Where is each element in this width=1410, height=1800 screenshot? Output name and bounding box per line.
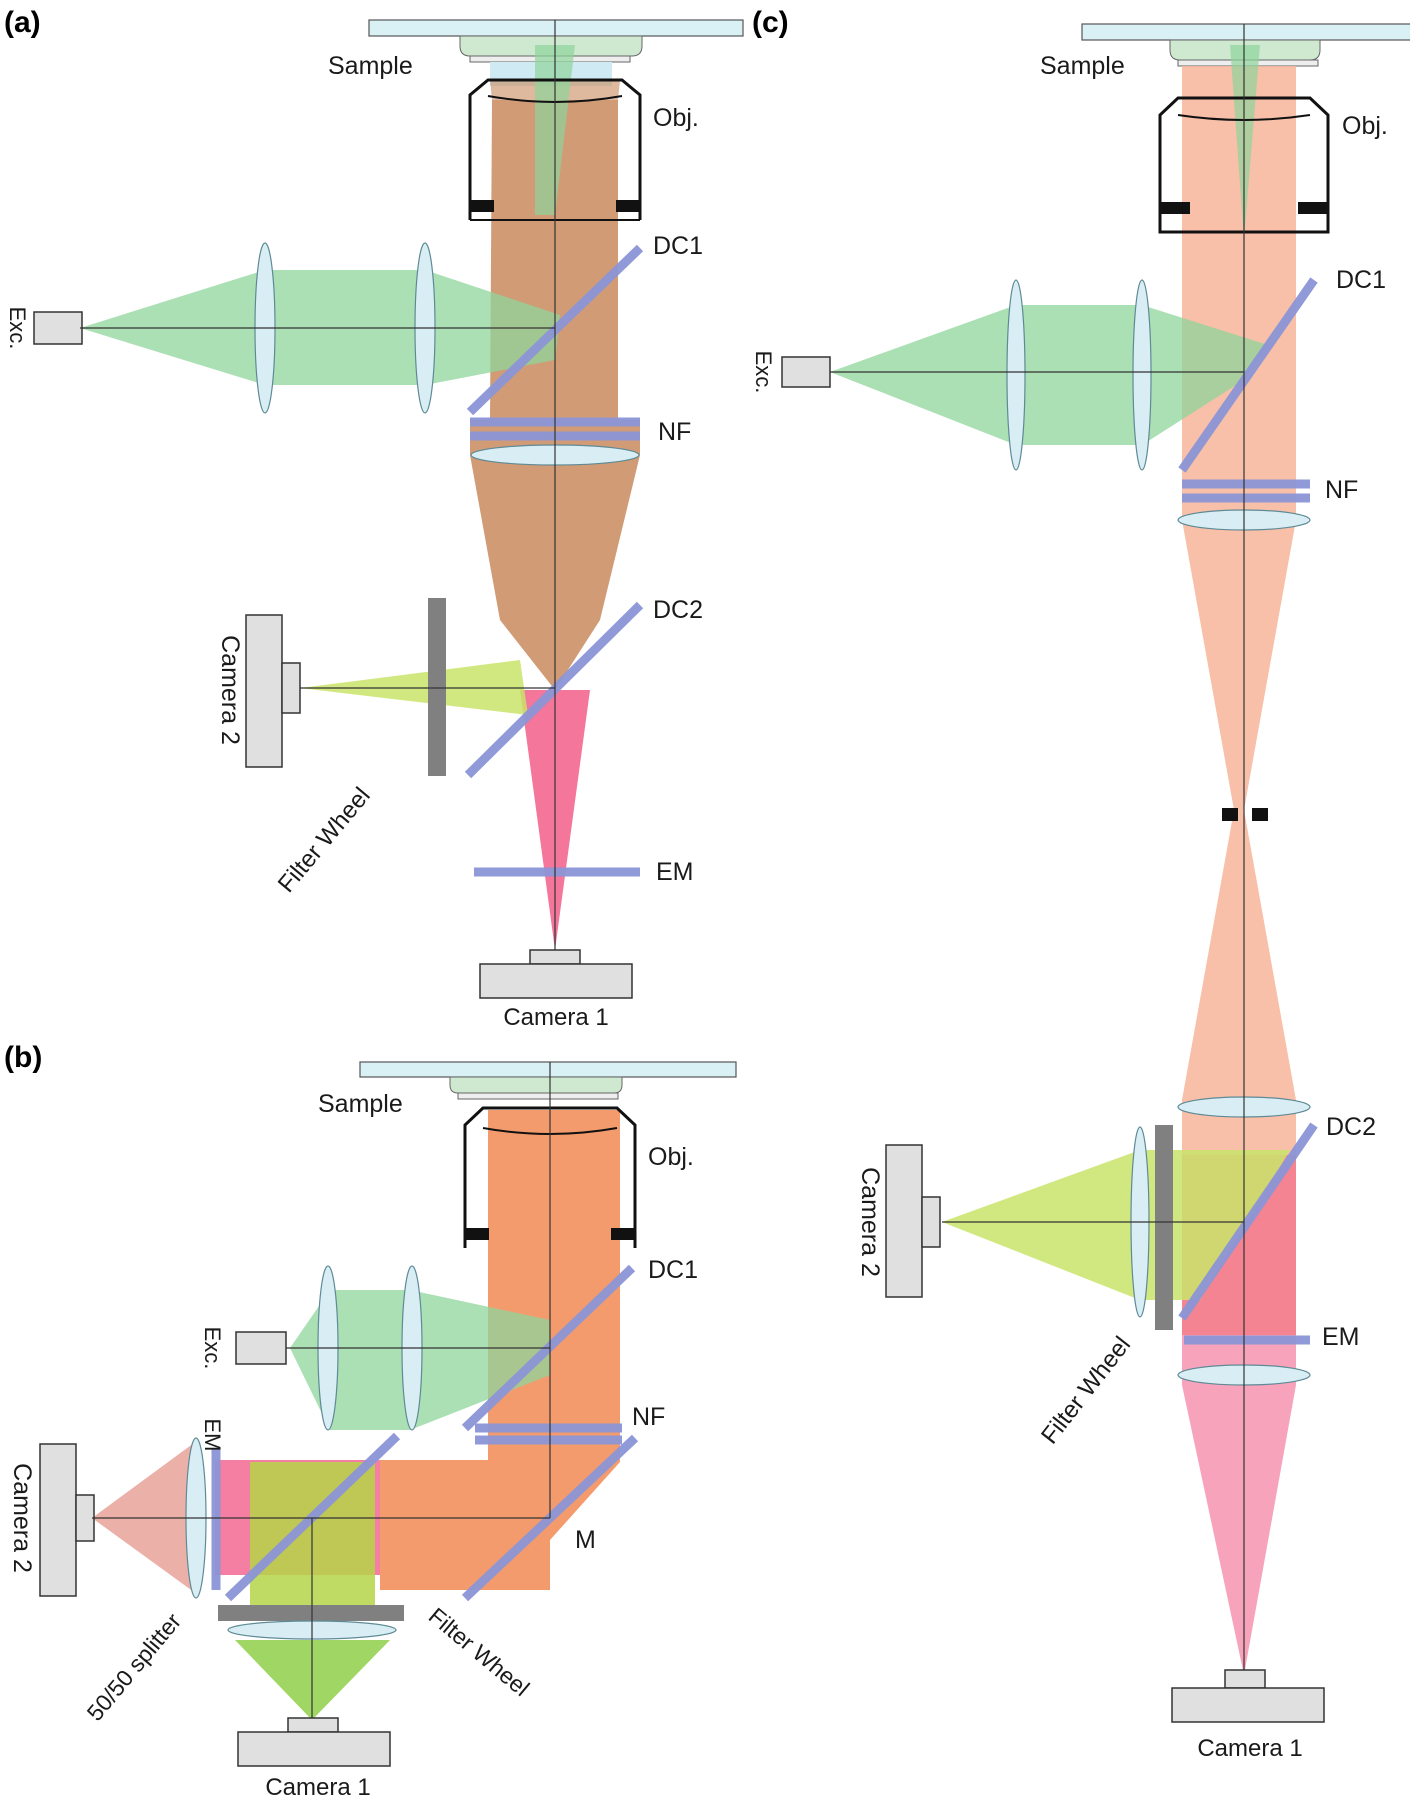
camera2-body	[245, 614, 283, 768]
camera1-label: Camera 1	[265, 1774, 370, 1800]
camera1-body	[479, 963, 633, 999]
objective-stop-right	[616, 200, 640, 212]
objective-body	[1158, 96, 1330, 234]
excitation-beam	[830, 305, 1268, 445]
dichroic-dc2	[1178, 1122, 1318, 1321]
excitation-label: Exc.	[751, 351, 776, 394]
excitation-label: Exc.	[200, 1327, 225, 1370]
excitation-source	[33, 311, 83, 345]
camera1-body	[237, 1731, 391, 1767]
filter-wheel	[1155, 1125, 1173, 1330]
excitation-lens-2	[1132, 279, 1152, 471]
camera1-label: Camera 1	[1197, 1735, 1302, 1762]
emission-beam	[1182, 66, 1296, 1335]
nf-label: NF	[658, 418, 691, 446]
filter-wheel-label: Filter Wheel	[1036, 1332, 1136, 1450]
coverslip	[457, 1092, 619, 1100]
panel-a: (a)	[4, 6, 744, 1031]
objective-label: Obj.	[1342, 112, 1388, 140]
objective-stop-left	[465, 1228, 489, 1240]
dc1-label: DC1	[653, 232, 703, 260]
em-label: EM	[200, 1419, 225, 1452]
panel-b: (b)	[4, 1041, 737, 1800]
nf-label: NF	[632, 1403, 665, 1431]
objective-label: Obj.	[648, 1143, 694, 1171]
filter-wheel-label: Filter Wheel	[424, 1602, 535, 1701]
camera2-label: Camera 2	[8, 1463, 36, 1573]
camera1-label: Camera 1	[503, 1004, 608, 1031]
mirror-label: M	[575, 1526, 596, 1554]
filter-wheel	[218, 1605, 404, 1621]
dc1-label: DC1	[648, 1256, 698, 1284]
sample-label: Sample	[328, 52, 413, 80]
nf-label: NF	[1325, 476, 1358, 504]
camera2-label: Camera 2	[856, 1167, 884, 1277]
camera2-body	[39, 1443, 77, 1597]
splitter-label: 50/50 splitter	[82, 1608, 187, 1726]
sample-dish	[449, 1076, 623, 1094]
camera1-lens	[287, 1717, 339, 1733]
dichroic-dc2	[464, 601, 644, 779]
camera2-beam	[942, 1150, 1290, 1300]
sample-slide	[368, 19, 744, 37]
camera1-lens	[1224, 1669, 1266, 1689]
camera1-lens	[529, 949, 581, 965]
camera1-beam	[1182, 1155, 1296, 1675]
camera2-label: Camera 2	[216, 635, 244, 745]
objective-stop-right	[1298, 202, 1328, 214]
objective-stop-left	[1160, 202, 1190, 214]
em-label: EM	[656, 858, 694, 886]
dichroic-dc1	[1178, 277, 1318, 473]
pinhole-left	[1222, 808, 1238, 821]
camera2-body	[885, 1144, 923, 1298]
panel-a-tag: (a)	[4, 6, 41, 39]
camera1-body	[1171, 1687, 1325, 1723]
pinhole-right	[1252, 808, 1268, 821]
dc2-label: DC2	[1326, 1113, 1376, 1141]
dc2-label: DC2	[653, 596, 703, 624]
dc1-label: DC1	[1336, 266, 1386, 294]
sample-slide	[359, 1061, 737, 1078]
sample-label: Sample	[1040, 52, 1125, 80]
sample-label: Sample	[318, 1090, 403, 1118]
panel-b-tag: (b)	[4, 1041, 42, 1074]
excitation-source	[235, 1331, 287, 1365]
camera2-lens	[281, 662, 301, 714]
panel-c: (c)	[751, 6, 1410, 1762]
panel-c-tag: (c)	[752, 6, 789, 39]
camera2-port	[921, 1196, 941, 1248]
objective-stop-right	[611, 1228, 635, 1240]
splitter-50-50	[224, 1432, 401, 1602]
excitation-lens-1	[1006, 279, 1026, 471]
camera2-port	[75, 1494, 95, 1542]
excitation-source	[781, 356, 831, 388]
filter-wheel	[428, 598, 446, 776]
excitation-label: Exc.	[5, 307, 30, 350]
objective-stop-left	[470, 200, 494, 212]
sample-slide	[1081, 23, 1410, 41]
objective-label: Obj.	[653, 104, 699, 132]
em-label: EM	[1322, 1323, 1360, 1351]
filter-wheel-label: Filter Wheel	[273, 782, 376, 897]
excitation-focus	[1230, 45, 1260, 240]
